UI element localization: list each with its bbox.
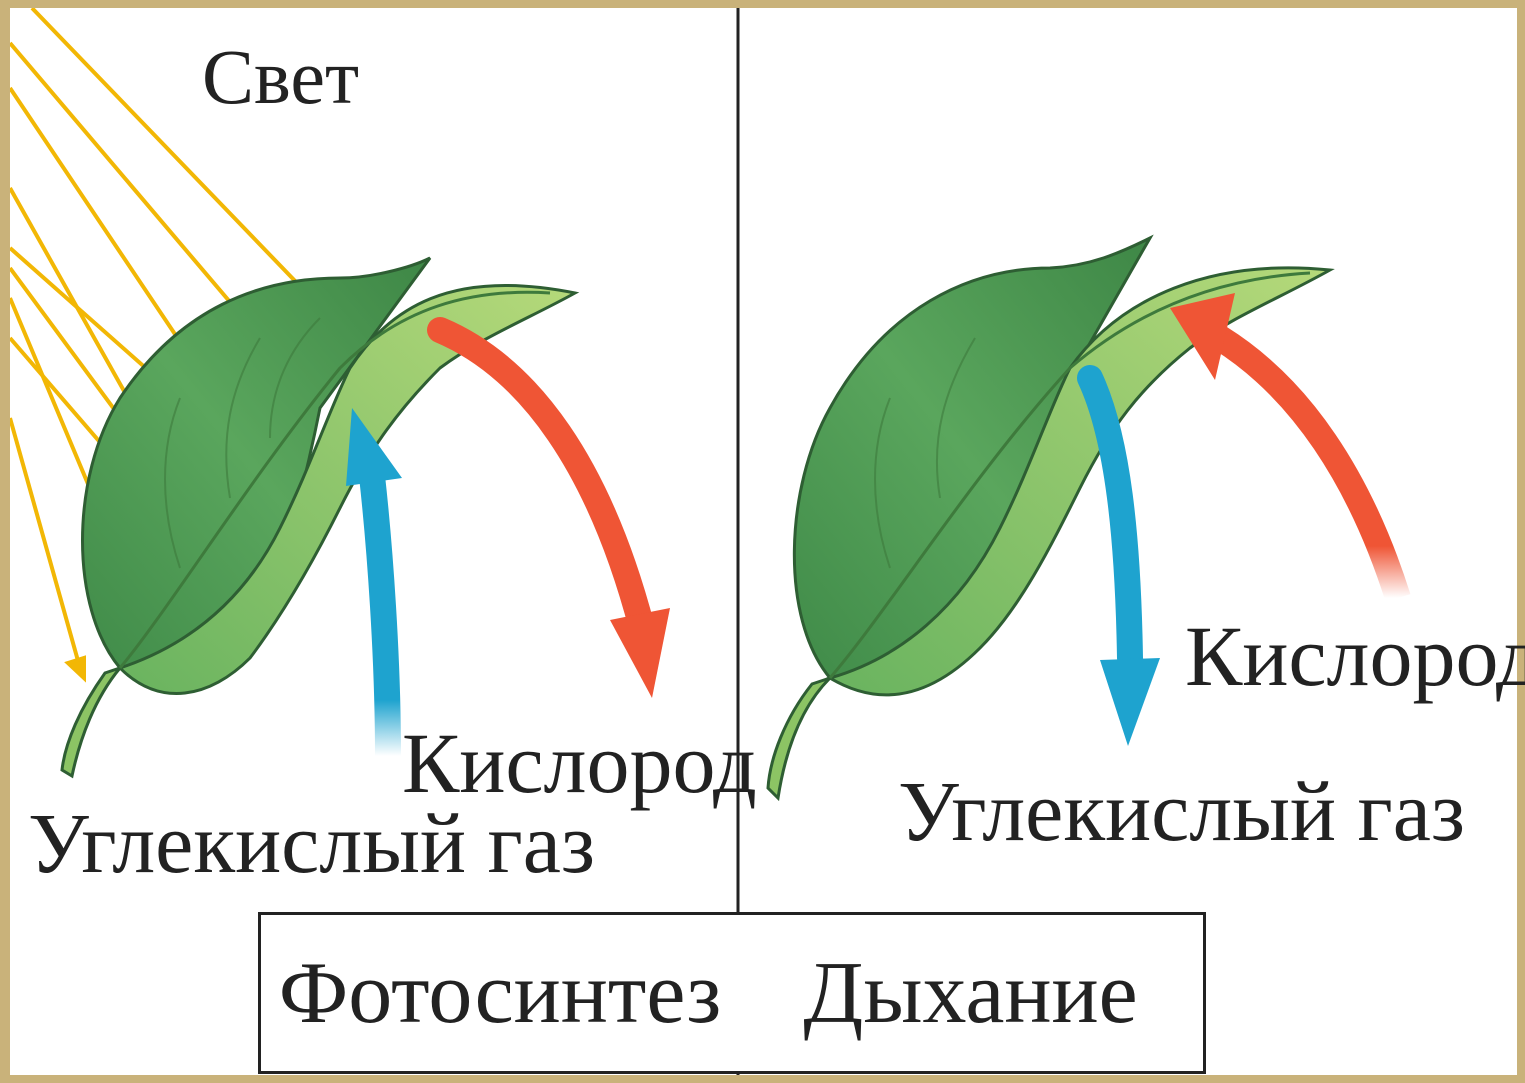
respiration-oxygen-label: Кислород xyxy=(1185,613,1525,699)
light-label: Свет xyxy=(202,38,359,116)
photosynthesis-co2-label: Углекислый газ xyxy=(28,800,595,886)
oxygen-arrow-icon xyxy=(1170,293,1398,598)
leaf-icon xyxy=(768,238,1330,798)
respiration-caption: Дыхание xyxy=(738,912,1206,1074)
photosynthesis-caption: Фотосинтез xyxy=(258,912,742,1074)
respiration-co2-label: Углекислый газ xyxy=(898,768,1465,854)
co2-arrow-icon xyxy=(1090,378,1160,746)
leaf-icon xyxy=(62,258,575,776)
co2-arrow-icon xyxy=(346,408,402,756)
diagram-frame: Свет Кислород Углекислый газ Кислород Уг… xyxy=(10,8,1517,1075)
oxygen-arrow-icon xyxy=(440,330,670,698)
photosynthesis-oxygen-label: Кислород xyxy=(402,720,757,806)
